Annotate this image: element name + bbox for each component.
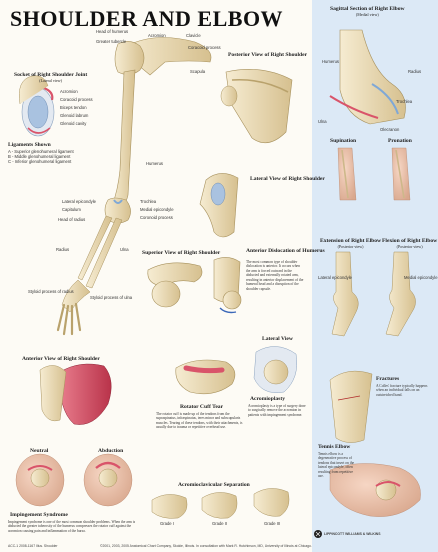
sagittal-subheading: (Medial view)	[355, 12, 379, 18]
lateral-shoulder-heading: Lateral View of Right Shoulder	[250, 176, 325, 182]
lateral-shoulder-illustration	[199, 173, 239, 238]
rotator-cuff-heading: Rotator Cuff Tear	[180, 404, 224, 410]
arm-skeleton-illustration	[56, 37, 212, 336]
label-humerus: Humerus	[146, 161, 163, 166]
tennis-elbow-text: Tennis elbow is a degenerative process o…	[318, 452, 355, 479]
impingement-illustrations	[15, 453, 133, 507]
anterior-shoulder-muscles-illustration	[39, 363, 112, 425]
label-head-humerus: Head of humerus	[96, 29, 129, 34]
label-coracoid: Coracoid process	[188, 45, 221, 50]
label-radius: Radius	[56, 247, 70, 252]
fractures-text: A Colles' fracture typically happens whe…	[376, 384, 428, 397]
anterior-dislocation-heading: Anterior Dislocation of Humerus	[246, 248, 325, 254]
dislocation-text: The most common type of shoulder disloca…	[246, 260, 304, 291]
extension-heading-text: Extension of Right Elbow	[320, 238, 382, 244]
label-clavicle: Clavicle	[186, 33, 201, 38]
socket-label-cavity: Glenoid cavity	[60, 121, 87, 126]
posterior-view-heading: Posterior View of Right Shoulder	[228, 52, 308, 58]
rotator-cuff-text: The rotator cuff is made up of the tendo…	[156, 412, 243, 430]
acromioplasty-text: Acromioplasty is a type of surgery done …	[248, 404, 306, 417]
elbow-label-lateral-epicondyle: Lateral epicondyle	[318, 275, 352, 280]
ac-separation-heading: Acromioclavicular Separation	[178, 482, 250, 488]
footer-code: ACC-1 2008-1167 Illus. Shoulder	[8, 544, 58, 548]
supination-pronation-illustrations	[337, 147, 411, 201]
footer-brand: LIPPINCOTT WILLIAMS & WILKINS	[324, 532, 381, 536]
label-medial-epicondyle: Medial epicondyle	[140, 207, 174, 212]
fractures-heading: Fractures	[376, 376, 400, 382]
label-ulna: Ulna	[120, 247, 129, 252]
extension-flexion-illustrations	[331, 251, 416, 337]
elbow-label-medial-epicondyle: Medial epicondyle	[404, 275, 438, 280]
elbow-label-ulna: Ulna	[318, 119, 327, 124]
elbow-label-humerus: Humerus	[322, 59, 339, 64]
poster-title: SHOULDER AND ELBOW	[10, 6, 284, 31]
label-styloid-radius: Styloid process of radius	[28, 289, 74, 294]
elbow-label-trochlea: Trochlea	[396, 99, 413, 104]
lateral-view-heading: Lateral View	[262, 336, 293, 342]
elbow-label-olecranon: Olecranon	[380, 127, 400, 132]
superior-view-illustration	[147, 262, 203, 308]
fractures-illustration	[329, 370, 373, 443]
extension-heading: Extension of Right Elbow (Posterior view…	[320, 238, 381, 250]
elbow-label-radius: Radius	[408, 69, 422, 74]
sagittal-heading: Sagittal Section of Right Elbow (Medial …	[330, 6, 405, 18]
label-capitulum: Capitulum	[62, 207, 81, 212]
impingement-text: Impingement syndrome is one of the most …	[8, 520, 136, 533]
ligaments-heading: Ligaments Shown	[8, 142, 51, 148]
flexion-heading-text: Flexion of Right Elbow	[382, 238, 438, 244]
neutral-heading: Neutral	[30, 448, 49, 454]
grade-2-label: Grade II	[212, 521, 228, 526]
socket-subheading: (Lateral view)	[39, 78, 62, 84]
sagittal-heading-text: Sagittal Section of Right Elbow	[330, 6, 405, 12]
tennis-elbow-illustration	[329, 463, 421, 517]
posterior-scapula-illustration	[220, 69, 293, 144]
label-coronoid: Coronoid process	[140, 215, 173, 220]
ac-separation-illustrations	[151, 488, 290, 519]
impingement-heading: Impingement Syndrome	[10, 512, 68, 518]
sagittal-elbow-illustration	[329, 29, 406, 125]
superior-view-heading: Superior View of Right Shoulder	[142, 250, 221, 256]
socket-heading-text: Socket of Right Shoulder Joint	[14, 72, 88, 78]
grade-1-label: Grade I	[160, 521, 174, 526]
socket-illustration	[19, 75, 55, 137]
footer-copyright: ©2001, 2003, 2005 Anatomical Chart Compa…	[100, 544, 312, 548]
label-scapula: Scapula	[190, 69, 206, 74]
pronation-heading: Pronation	[388, 138, 412, 144]
socket-label-coracoid: Coracoid process	[60, 97, 93, 102]
tennis-elbow-heading: Tennis Elbow	[318, 444, 351, 450]
socket-heading: Socket of Right Shoulder Joint (Lateral …	[14, 72, 87, 84]
abduction-heading: Abduction	[98, 448, 124, 454]
ligament-item-b: B - Middle glenohumeral ligament	[8, 154, 71, 159]
grade-3-label: Grade III	[264, 521, 281, 526]
brand-logo-icon	[314, 530, 322, 538]
label-head-radius: Head of radius	[58, 217, 86, 222]
label-greater-tubercle: Greater tubercle	[96, 39, 127, 44]
socket-label-labrum: Glenoid labrum	[60, 113, 89, 118]
flexion-heading: Flexion of Right Elbow (Posterior view)	[382, 238, 437, 250]
ligament-item-a: A - Superior glenohumeral ligament	[8, 149, 74, 154]
flexion-subheading: (Posterior view)	[396, 244, 423, 250]
socket-label-acromion: Acromion	[60, 89, 78, 94]
ligament-item-c: C - Inferior glenohumeral ligament	[8, 159, 72, 164]
label-lateral-epicondyle: Lateral epicondyle	[62, 199, 96, 204]
anterior-view-heading: Anterior View of Right Shoulder	[22, 356, 100, 362]
label-styloid-ulna: Styloid process of ulna	[90, 295, 133, 300]
anterior-dislocation-illustration	[213, 257, 242, 314]
label-trochlea: Trochlea	[140, 199, 157, 204]
acromioplasty-heading: Acromioplasty	[250, 396, 286, 402]
supination-heading: Supination	[330, 138, 357, 144]
socket-label-biceps: Biceps tendon	[60, 105, 87, 110]
extension-subheading: (Posterior view)	[337, 244, 364, 250]
label-acromion: Acromion	[148, 33, 166, 38]
rotator-cuff-illustration	[175, 346, 297, 395]
